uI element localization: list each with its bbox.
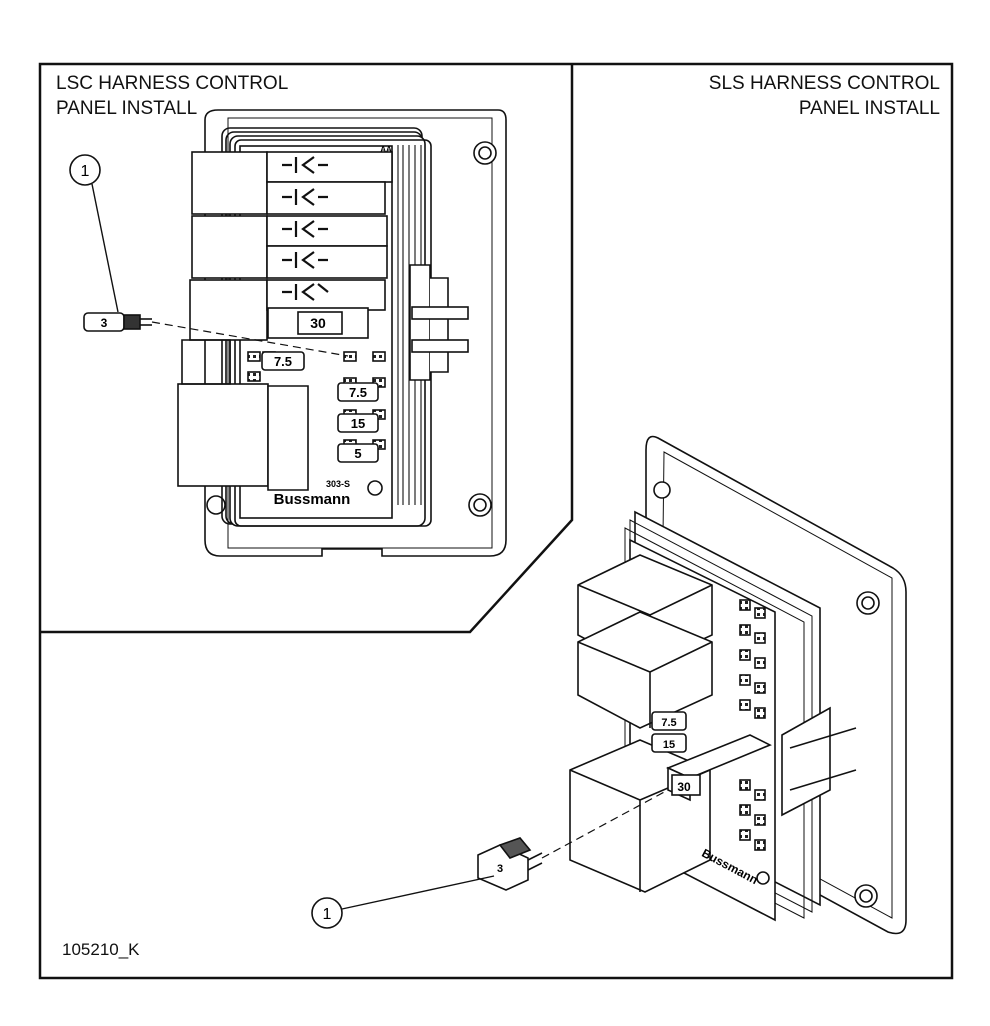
indicator-led bbox=[756, 871, 770, 885]
spare-fuse-left bbox=[83, 312, 152, 332]
fuse-f-rating: 15 bbox=[663, 739, 675, 751]
leader-line-right bbox=[341, 875, 495, 910]
fuse-b-rating: 7.5 bbox=[349, 385, 367, 400]
callout-number-right: 1 bbox=[323, 906, 332, 923]
indicator-led bbox=[367, 480, 383, 496]
fuse-a-rating: 7.5 bbox=[274, 354, 292, 369]
insertion-path-right bbox=[541, 789, 669, 859]
large-relay bbox=[177, 383, 269, 487]
sls-fuse-slots bbox=[739, 599, 766, 851]
leader-line-left bbox=[91, 183, 119, 313]
lsc-panel-title: LSC HARNESS CONTROL PANEL INSTALL bbox=[56, 71, 288, 121]
inset-panel-border bbox=[40, 64, 574, 634]
spare-fuse-right bbox=[477, 837, 543, 891]
fuse-75-a bbox=[261, 351, 305, 371]
callout-balloon-right bbox=[311, 897, 343, 929]
fuse-75-b bbox=[337, 382, 379, 402]
maxi-fuse-30-right bbox=[671, 774, 701, 796]
fuse-d-rating: 5 bbox=[354, 446, 361, 461]
relay-arrow-icons bbox=[282, 156, 329, 301]
sls-title-line-1: SLS HARNESS CONTROL bbox=[708, 73, 940, 94]
part-code-left: 303-S bbox=[326, 479, 350, 489]
document-number: 105210_K bbox=[62, 940, 140, 959]
spare-fuse-left-rating: 3 bbox=[101, 316, 108, 330]
lsc-title-line-2: PANEL INSTALL bbox=[56, 98, 198, 119]
insertion-path-left bbox=[151, 321, 349, 357]
spare-fuse-right-rating: 3 bbox=[497, 863, 503, 875]
fuse-75-c bbox=[651, 711, 687, 731]
callout-number-left: 1 bbox=[81, 163, 90, 180]
outer-border bbox=[38, 62, 954, 980]
mount-hole bbox=[206, 495, 226, 515]
relay-stack bbox=[189, 151, 393, 341]
fuse-15 bbox=[337, 413, 379, 433]
sls-title-line-2: PANEL INSTALL bbox=[798, 98, 940, 119]
callout-balloon-left bbox=[69, 154, 101, 186]
maxi-fuse-right-rating: 30 bbox=[677, 780, 691, 794]
brand-logo-left: Bussmann bbox=[274, 491, 351, 508]
fuse-e-rating: 7.5 bbox=[661, 717, 676, 729]
fuse-c-rating: 15 bbox=[351, 416, 365, 431]
column-header: AA bbox=[380, 145, 392, 154]
lsc-module bbox=[177, 109, 507, 557]
sls-module bbox=[569, 435, 907, 935]
maxi-fuse-left-rating: 30 bbox=[310, 315, 326, 331]
fuse-5 bbox=[337, 443, 379, 463]
mount-hole bbox=[653, 481, 671, 499]
fuse-15-b bbox=[651, 733, 687, 753]
lsc-title-line-1: LSC HARNESS CONTROL bbox=[56, 73, 289, 94]
sls-panel-title: SLS HARNESS CONTROL PANEL INSTALL bbox=[709, 71, 940, 121]
maxi-fuse-30 bbox=[297, 311, 343, 335]
